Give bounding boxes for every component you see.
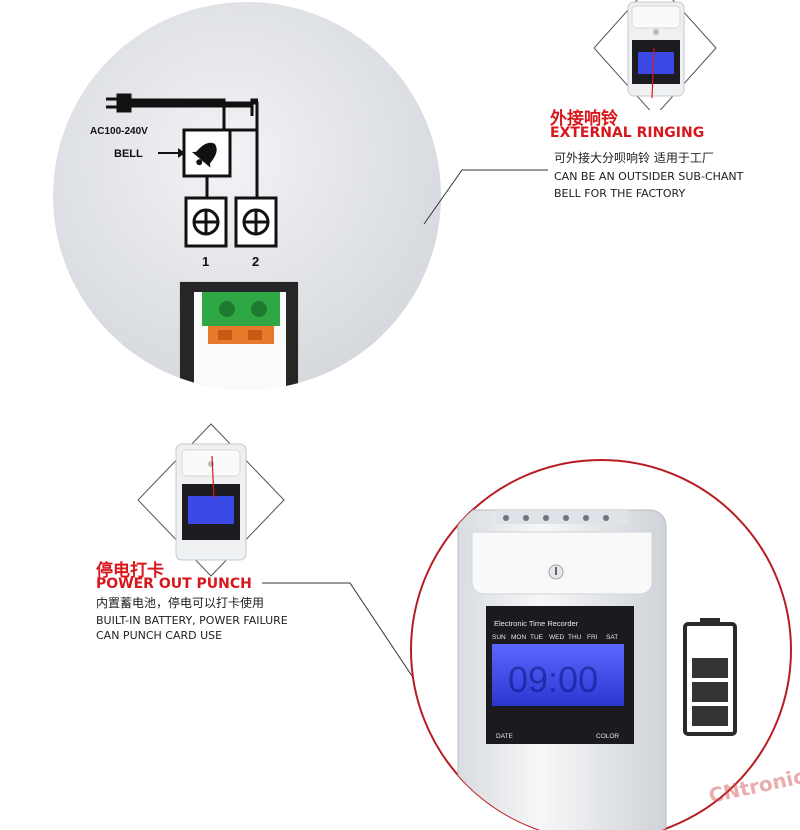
panel-title: Electronic Time Recorder (494, 619, 579, 628)
day-label: SAT (606, 634, 618, 641)
battery-bar (692, 658, 728, 678)
color-label: COLOR (596, 733, 619, 740)
battery-bar (692, 682, 728, 702)
day-label: SUN (492, 634, 506, 641)
power-label: AC100-240V (90, 126, 148, 137)
power-desc-en-2: CAN PUNCH CARD USE (96, 629, 223, 642)
ringing-title-en: EXTERNAL RINGING (550, 125, 705, 141)
power-device-thumbnail (137, 423, 285, 577)
day-label: THU (568, 634, 582, 641)
day-label: FRI (587, 634, 598, 641)
power-desc-en-1: BUILT-IN BATTERY, POWER FAILURE (96, 614, 288, 627)
power-title-en: POWER OUT PUNCH (96, 576, 252, 592)
day-label: MON (511, 634, 526, 641)
ringing-desc-en-2: BELL FOR THE FACTORY (554, 187, 686, 200)
power-desc-cn: 内置蓄电池，停电可以打卡使用 (96, 596, 265, 610)
battery-bar (692, 706, 728, 726)
lcd-time: 09:00 (508, 659, 598, 700)
battery-icon (683, 618, 737, 736)
date-label: DATE (496, 733, 514, 740)
time-recorder-circle: Electronic Time Recorder SUN MON TUE WED THU… (410, 459, 792, 830)
wiring-diagram-circle: AC100-240V BELL 1 2 (53, 2, 441, 390)
ringing-desc-cn: 可外接大分呗响铃 适用于工厂 (554, 151, 714, 165)
ringing-title-cn: 外接响铃 (550, 109, 618, 129)
bell-icon (192, 142, 217, 168)
ringing-desc-en-1: CAN BE AN OUTSIDER SUB-CHANT (554, 170, 744, 183)
ringing-device-thumbnail (593, 0, 717, 110)
terminal-1-label: 1 (202, 254, 209, 269)
day-label: WED (549, 634, 564, 641)
day-label: TUE (530, 634, 544, 641)
terminal-2-label: 2 (252, 254, 259, 269)
bell-label: BELL (114, 148, 143, 160)
power-title-cn: 停电打卡 (96, 561, 164, 581)
